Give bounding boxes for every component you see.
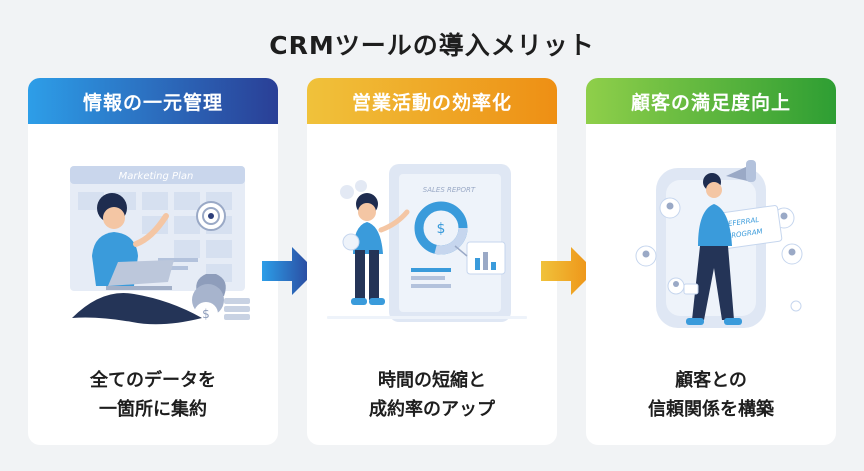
arrow-right-icon bbox=[262, 247, 316, 295]
card-description-line: 全てのデータを bbox=[90, 370, 216, 391]
marketing-plan-illustration: Marketing Plan $ bbox=[70, 166, 250, 326]
card-description-line: 時間の短縮と bbox=[378, 370, 486, 391]
benefit-card-sales-efficiency: 営業活動の効率化 SALES REPORT $ 時間の短縮と 成約率のアップ bbox=[307, 78, 557, 445]
card-description: 全てのデータを 一箇所に集約 bbox=[28, 366, 278, 424]
arrow-right-icon bbox=[541, 247, 595, 295]
card-description: 時間の短縮と 成約率のアップ bbox=[307, 366, 557, 424]
referral-program-illustration: REFERRAL PROGRAM bbox=[635, 160, 803, 328]
benefit-card-data-centralization: 情報の一元管理 Marketing Plan $ bbox=[28, 78, 278, 445]
svg-text:$: $ bbox=[202, 307, 210, 321]
card-description-line: 一箇所に集約 bbox=[99, 399, 207, 420]
card-description-line: 成約率のアップ bbox=[369, 399, 495, 420]
card-description: 顧客との 信頼関係を構築 bbox=[586, 366, 836, 424]
sales-report-illustration: SALES REPORT $ bbox=[327, 164, 527, 322]
card-heading: 情報の一元管理 bbox=[28, 78, 278, 124]
illustration-label: SALES REPORT bbox=[423, 186, 476, 194]
illustration-label: Marketing Plan bbox=[119, 171, 194, 182]
card-heading: 顧客の満足度向上 bbox=[586, 78, 836, 124]
card-description-line: 顧客との bbox=[675, 370, 747, 391]
benefit-card-customer-satisfaction: 顧客の満足度向上 REFERRAL PROGRAM 顧客との 信頼関係を構築 bbox=[586, 78, 836, 445]
card-heading: 営業活動の効率化 bbox=[307, 78, 557, 124]
page-title: CRMツールの導入メリット bbox=[269, 31, 595, 60]
svg-text:$: $ bbox=[437, 221, 446, 237]
card-description-line: 信頼関係を構築 bbox=[648, 399, 774, 420]
